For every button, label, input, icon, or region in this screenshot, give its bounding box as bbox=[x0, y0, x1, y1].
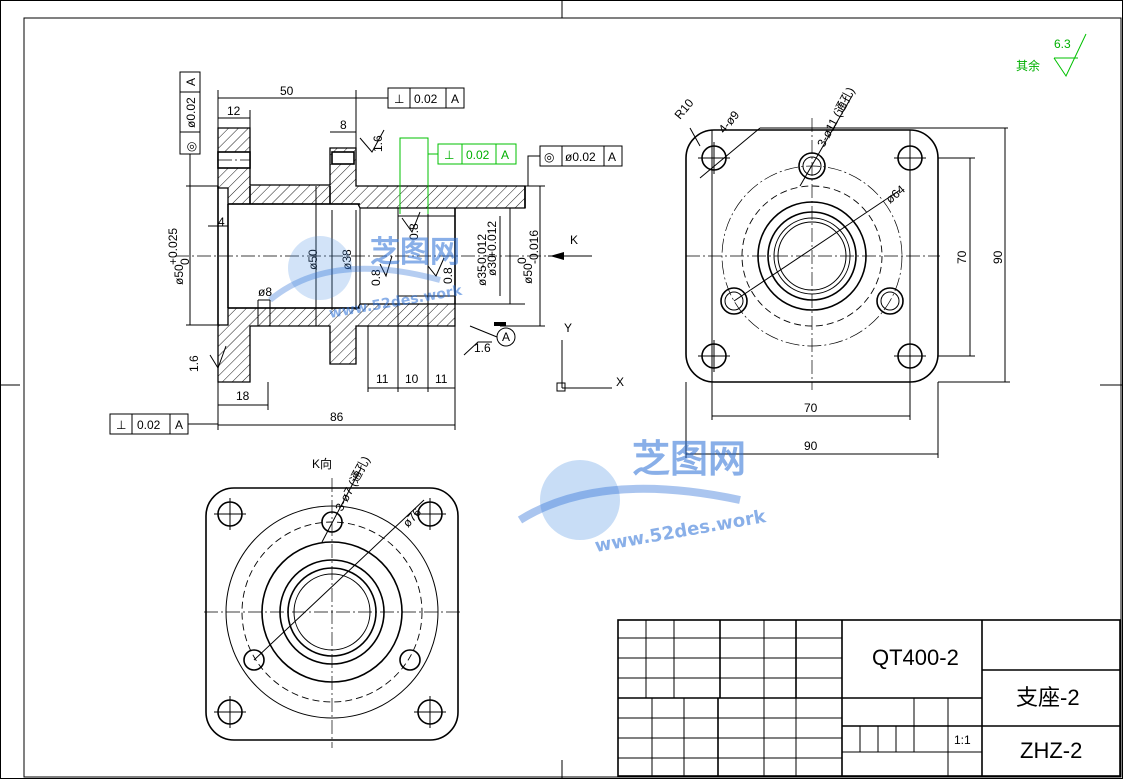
fcf-conc-right: ◎ ø0.02 A bbox=[527, 145, 623, 186]
watermark-brand-top: 芝图网 bbox=[370, 235, 460, 270]
svg-text:⊥: ⊥ bbox=[116, 418, 126, 432]
roughness-value: 6.3 bbox=[1054, 37, 1071, 51]
dim-8: 8 bbox=[340, 118, 347, 132]
dim-r10: R10 bbox=[672, 96, 697, 122]
axis-x-label: X bbox=[616, 375, 624, 389]
dim-4: 4 bbox=[218, 215, 225, 229]
roughness-0-8-c: 0.8 bbox=[441, 267, 455, 284]
title-block: QT400-2 支座-2 1:1 ZHZ-2 bbox=[617, 619, 1121, 777]
roughness-1-6-b: 1.6 bbox=[187, 355, 201, 372]
right-view bbox=[685, 95, 1010, 458]
drawing-number: ZHZ-2 bbox=[1020, 738, 1082, 763]
svg-text:⊥: ⊥ bbox=[394, 92, 404, 106]
svg-text:◎: ◎ bbox=[184, 142, 198, 152]
dim-dia35-tol: -0.012 bbox=[475, 234, 489, 268]
watermark-url-center: www.52des.work bbox=[593, 506, 768, 557]
fcf-perp-top: ⊥ 0.02 A bbox=[356, 87, 465, 109]
scale-label: 1:1 bbox=[954, 733, 971, 747]
fcf-perp-bottom: ⊥ 0.02 A bbox=[109, 413, 218, 435]
dim-11b: 11 bbox=[435, 372, 448, 386]
dim-dia50-tol-up: +0.025 bbox=[166, 228, 180, 265]
roughness-0-8-b: 0.8 bbox=[369, 269, 383, 286]
dim-dia30-tol: +0.012 bbox=[485, 221, 499, 258]
watermark-top: 芝图网 www.52des.work bbox=[268, 235, 464, 322]
svg-text:ø0.02: ø0.02 bbox=[184, 97, 198, 128]
roughness-0-8-a: 0.8 bbox=[407, 223, 421, 240]
watermark-center: 芝图网 www.52des.work bbox=[517, 437, 768, 557]
svg-text:A: A bbox=[502, 330, 510, 344]
svg-text:◎: ◎ bbox=[544, 150, 554, 164]
dim-dia50b-tol-up: 0 bbox=[515, 257, 529, 264]
view-k-arrow-label: K bbox=[570, 233, 578, 247]
general-roughness: 6.3 其余 bbox=[1016, 33, 1087, 78]
dim-dia50-tol-lo: 0 bbox=[178, 258, 192, 265]
front-dimension-texts: 50 12 8 4 18 86 11 10 11 ø8 ø50 +0.025 0… bbox=[166, 84, 578, 424]
front-section-view bbox=[175, 90, 592, 430]
dim-12: 12 bbox=[227, 104, 241, 118]
roughness-1-6-c: 1.6 bbox=[474, 341, 491, 355]
k-view: K向 3-ø7 (通孔) ø76 bbox=[204, 454, 460, 748]
k-view-title: K向 bbox=[312, 456, 332, 471]
part-name: 支座-2 bbox=[1016, 685, 1080, 710]
material-label: QT400-2 bbox=[872, 645, 959, 670]
fcf-conc-left: A ø0.02 ◎ bbox=[179, 71, 201, 186]
k-bolt-holes-3 bbox=[243, 511, 421, 671]
dim-11a: 11 bbox=[376, 372, 389, 386]
dim-dia50: ø50 bbox=[306, 249, 320, 270]
dim-4-d9: 4-ø9 bbox=[716, 108, 743, 136]
dim-90-horizontal: 90 bbox=[804, 439, 818, 453]
dim-18: 18 bbox=[236, 389, 250, 403]
axis-y-label: Y bbox=[564, 321, 572, 335]
roughness-symbols: 1.6 1.6 1.6 0.8 0.8 0.8 bbox=[187, 129, 492, 372]
svg-text:A: A bbox=[608, 150, 616, 164]
bolt-holes-3 bbox=[720, 152, 904, 315]
bolt-holes-4 bbox=[698, 142, 926, 372]
svg-text:A: A bbox=[184, 78, 198, 86]
dim-70-horizontal: 70 bbox=[804, 401, 818, 415]
datum-a-symbol: A bbox=[469, 322, 516, 347]
roughness-other-label: 其余 bbox=[1016, 58, 1040, 73]
watermark-brand-center: 芝图网 bbox=[632, 437, 746, 481]
dim-dia50b: ø50 bbox=[521, 263, 535, 284]
dim-dia50b-tol-lo: -0.016 bbox=[527, 230, 541, 264]
svg-text:A: A bbox=[175, 418, 183, 432]
svg-text:0.02: 0.02 bbox=[414, 92, 438, 106]
axis-indicator: X Y bbox=[556, 321, 624, 392]
dim-dia30: ø30 bbox=[485, 255, 499, 276]
svg-text:A: A bbox=[451, 92, 459, 106]
svg-text:0.02: 0.02 bbox=[137, 418, 161, 432]
dim-90-vertical: 90 bbox=[991, 250, 1005, 264]
dim-70-vertical: 70 bbox=[955, 250, 969, 264]
right-view-texts: R10 4-ø9 3-ø11 (通孔) ø64 70 90 70 90 bbox=[672, 85, 1005, 453]
dim-dia64: ø64 bbox=[883, 182, 908, 206]
dim-3-d7: 3-ø7 (通孔) bbox=[332, 454, 373, 514]
dim-dia38: ø38 bbox=[340, 249, 354, 270]
dim-dia8: ø8 bbox=[258, 285, 272, 299]
dim-dia35: ø35 bbox=[475, 265, 489, 286]
dim-dia76: ø76 bbox=[400, 505, 424, 530]
dim-86: 86 bbox=[330, 410, 344, 424]
dim-3-d11: 3-ø11 (通孔) bbox=[814, 85, 857, 150]
dim-dia50-tol: ø50 bbox=[172, 264, 186, 285]
dim-50: 50 bbox=[280, 84, 294, 98]
svg-text:0.02: 0.02 bbox=[466, 148, 490, 162]
k-bolt-holes-4 bbox=[214, 498, 446, 728]
svg-text:A: A bbox=[501, 148, 509, 162]
fcf-perp-green: ⊥ 0.02 A bbox=[399, 137, 517, 214]
dim-10: 10 bbox=[405, 372, 419, 386]
svg-text:⊥: ⊥ bbox=[444, 148, 454, 162]
svg-text:ø0.02: ø0.02 bbox=[565, 150, 596, 164]
roughness-1-6-a: 1.6 bbox=[371, 135, 385, 152]
